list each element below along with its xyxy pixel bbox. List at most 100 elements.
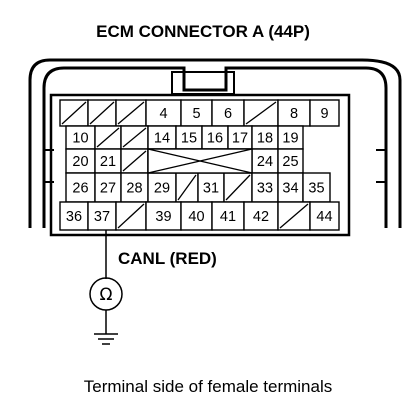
terminal-empty [120, 125, 149, 150]
terminal-15: 15 [175, 125, 203, 150]
terminal-number: 36 [66, 209, 82, 225]
terminal-25: 25 [277, 148, 304, 174]
terminal-27: 27 [94, 172, 122, 203]
terminal-cell [211, 201, 245, 231]
terminal-39: 39 [145, 201, 182, 231]
terminal-cell [309, 201, 340, 231]
terminal-4: 4 [145, 99, 182, 127]
unused-slash [122, 127, 147, 148]
terminal-33: 33 [251, 172, 279, 203]
terminal-number: 24 [257, 154, 273, 170]
terminal-number: 4 [159, 106, 167, 122]
terminal-number: 40 [188, 209, 204, 225]
terminal-empty [223, 172, 253, 203]
terminal-number: 25 [282, 154, 298, 170]
diagram-title: ECM CONNECTOR A (44P) [96, 22, 310, 41]
terminal-9: 9 [309, 99, 340, 127]
terminal-number: 14 [154, 131, 170, 147]
unused-slash [177, 174, 197, 201]
terminal-37: 37 [87, 201, 117, 231]
terminal-number: 9 [320, 106, 328, 122]
terminal-10: 10 [65, 125, 96, 150]
terminal-number: 21 [100, 154, 116, 170]
terminal-44: 44 [309, 201, 340, 231]
terminal-number: 34 [282, 181, 298, 197]
terminal-empty [175, 172, 199, 203]
terminal-41: 41 [211, 201, 245, 231]
terminal-number: 31 [203, 181, 219, 197]
terminal-number: 16 [207, 131, 223, 147]
terminal-5: 5 [180, 99, 213, 127]
terminal-26: 26 [65, 172, 96, 203]
terminal-number: 37 [94, 209, 110, 225]
terminal-cell [120, 172, 149, 203]
terminal-40: 40 [180, 201, 213, 231]
terminal-28: 28 [120, 172, 149, 203]
probe-label: CANL (RED) [118, 249, 217, 268]
terminal-6: 6 [211, 99, 245, 127]
terminal-empty [277, 201, 311, 231]
terminal-cell [211, 99, 245, 127]
blanked-block [147, 148, 253, 174]
terminal-number: 35 [308, 181, 324, 197]
probe-circuit [89, 230, 123, 345]
unused-slash [279, 203, 309, 229]
terminal-number: 17 [232, 131, 248, 147]
terminal-17: 17 [227, 125, 253, 150]
terminal-36: 36 [59, 201, 89, 231]
terminal-16: 16 [201, 125, 229, 150]
terminal-number: 42 [253, 209, 269, 225]
terminal-number: 8 [290, 106, 298, 122]
terminal-number: 19 [282, 131, 298, 147]
terminal-empty [87, 99, 117, 127]
terminal-empty [94, 125, 122, 150]
terminal-18: 18 [251, 125, 279, 150]
terminal-29: 29 [147, 172, 177, 203]
terminal-empty [59, 99, 89, 127]
unused-slash [89, 101, 115, 125]
terminal-number: 10 [72, 131, 88, 147]
terminal-cell [59, 201, 89, 231]
terminal-35: 35 [302, 172, 331, 203]
terminal-number: 41 [220, 209, 236, 225]
terminal-empty [243, 99, 279, 127]
terminal-21: 21 [94, 148, 122, 174]
terminal-number: 27 [100, 181, 116, 197]
unused-slash [117, 203, 145, 229]
unused-slash [225, 174, 251, 201]
terminal-grid: 4568910141516171819202123242526272829313… [59, 99, 340, 231]
terminal-number: 33 [257, 181, 273, 197]
terminal-number: 5 [192, 106, 200, 122]
terminal-20: 20 [65, 148, 96, 174]
terminal-number: 26 [72, 181, 88, 197]
terminal-empty [115, 99, 147, 127]
ohm-icon: Ω [100, 285, 113, 305]
terminal-number: 6 [224, 106, 232, 122]
terminal-cell [277, 148, 304, 174]
terminal-number: 39 [155, 209, 171, 225]
terminal-cell [180, 201, 213, 231]
terminal-number: 18 [257, 131, 273, 147]
terminal-cell [94, 148, 122, 174]
unused-slash [122, 150, 147, 172]
connector-housing [28, 58, 402, 237]
terminal-8: 8 [277, 99, 311, 127]
terminal-number: 29 [154, 181, 170, 197]
terminal-number: 44 [316, 209, 332, 225]
terminal-cell [147, 172, 177, 203]
terminal-31: 31 [197, 172, 225, 203]
terminal-number: 28 [126, 181, 142, 197]
terminal-cell [309, 99, 340, 127]
unused-slash [96, 127, 120, 148]
unused-slash [61, 101, 87, 125]
terminal-cell [87, 201, 117, 231]
terminal-number: 20 [72, 154, 88, 170]
terminal-42: 42 [243, 201, 279, 231]
terminal-cell [277, 99, 311, 127]
terminal-14: 14 [147, 125, 177, 150]
terminal-number: 15 [181, 131, 197, 147]
terminal-empty [120, 148, 149, 174]
unused-slash [245, 101, 277, 125]
unused-slash [117, 101, 145, 125]
